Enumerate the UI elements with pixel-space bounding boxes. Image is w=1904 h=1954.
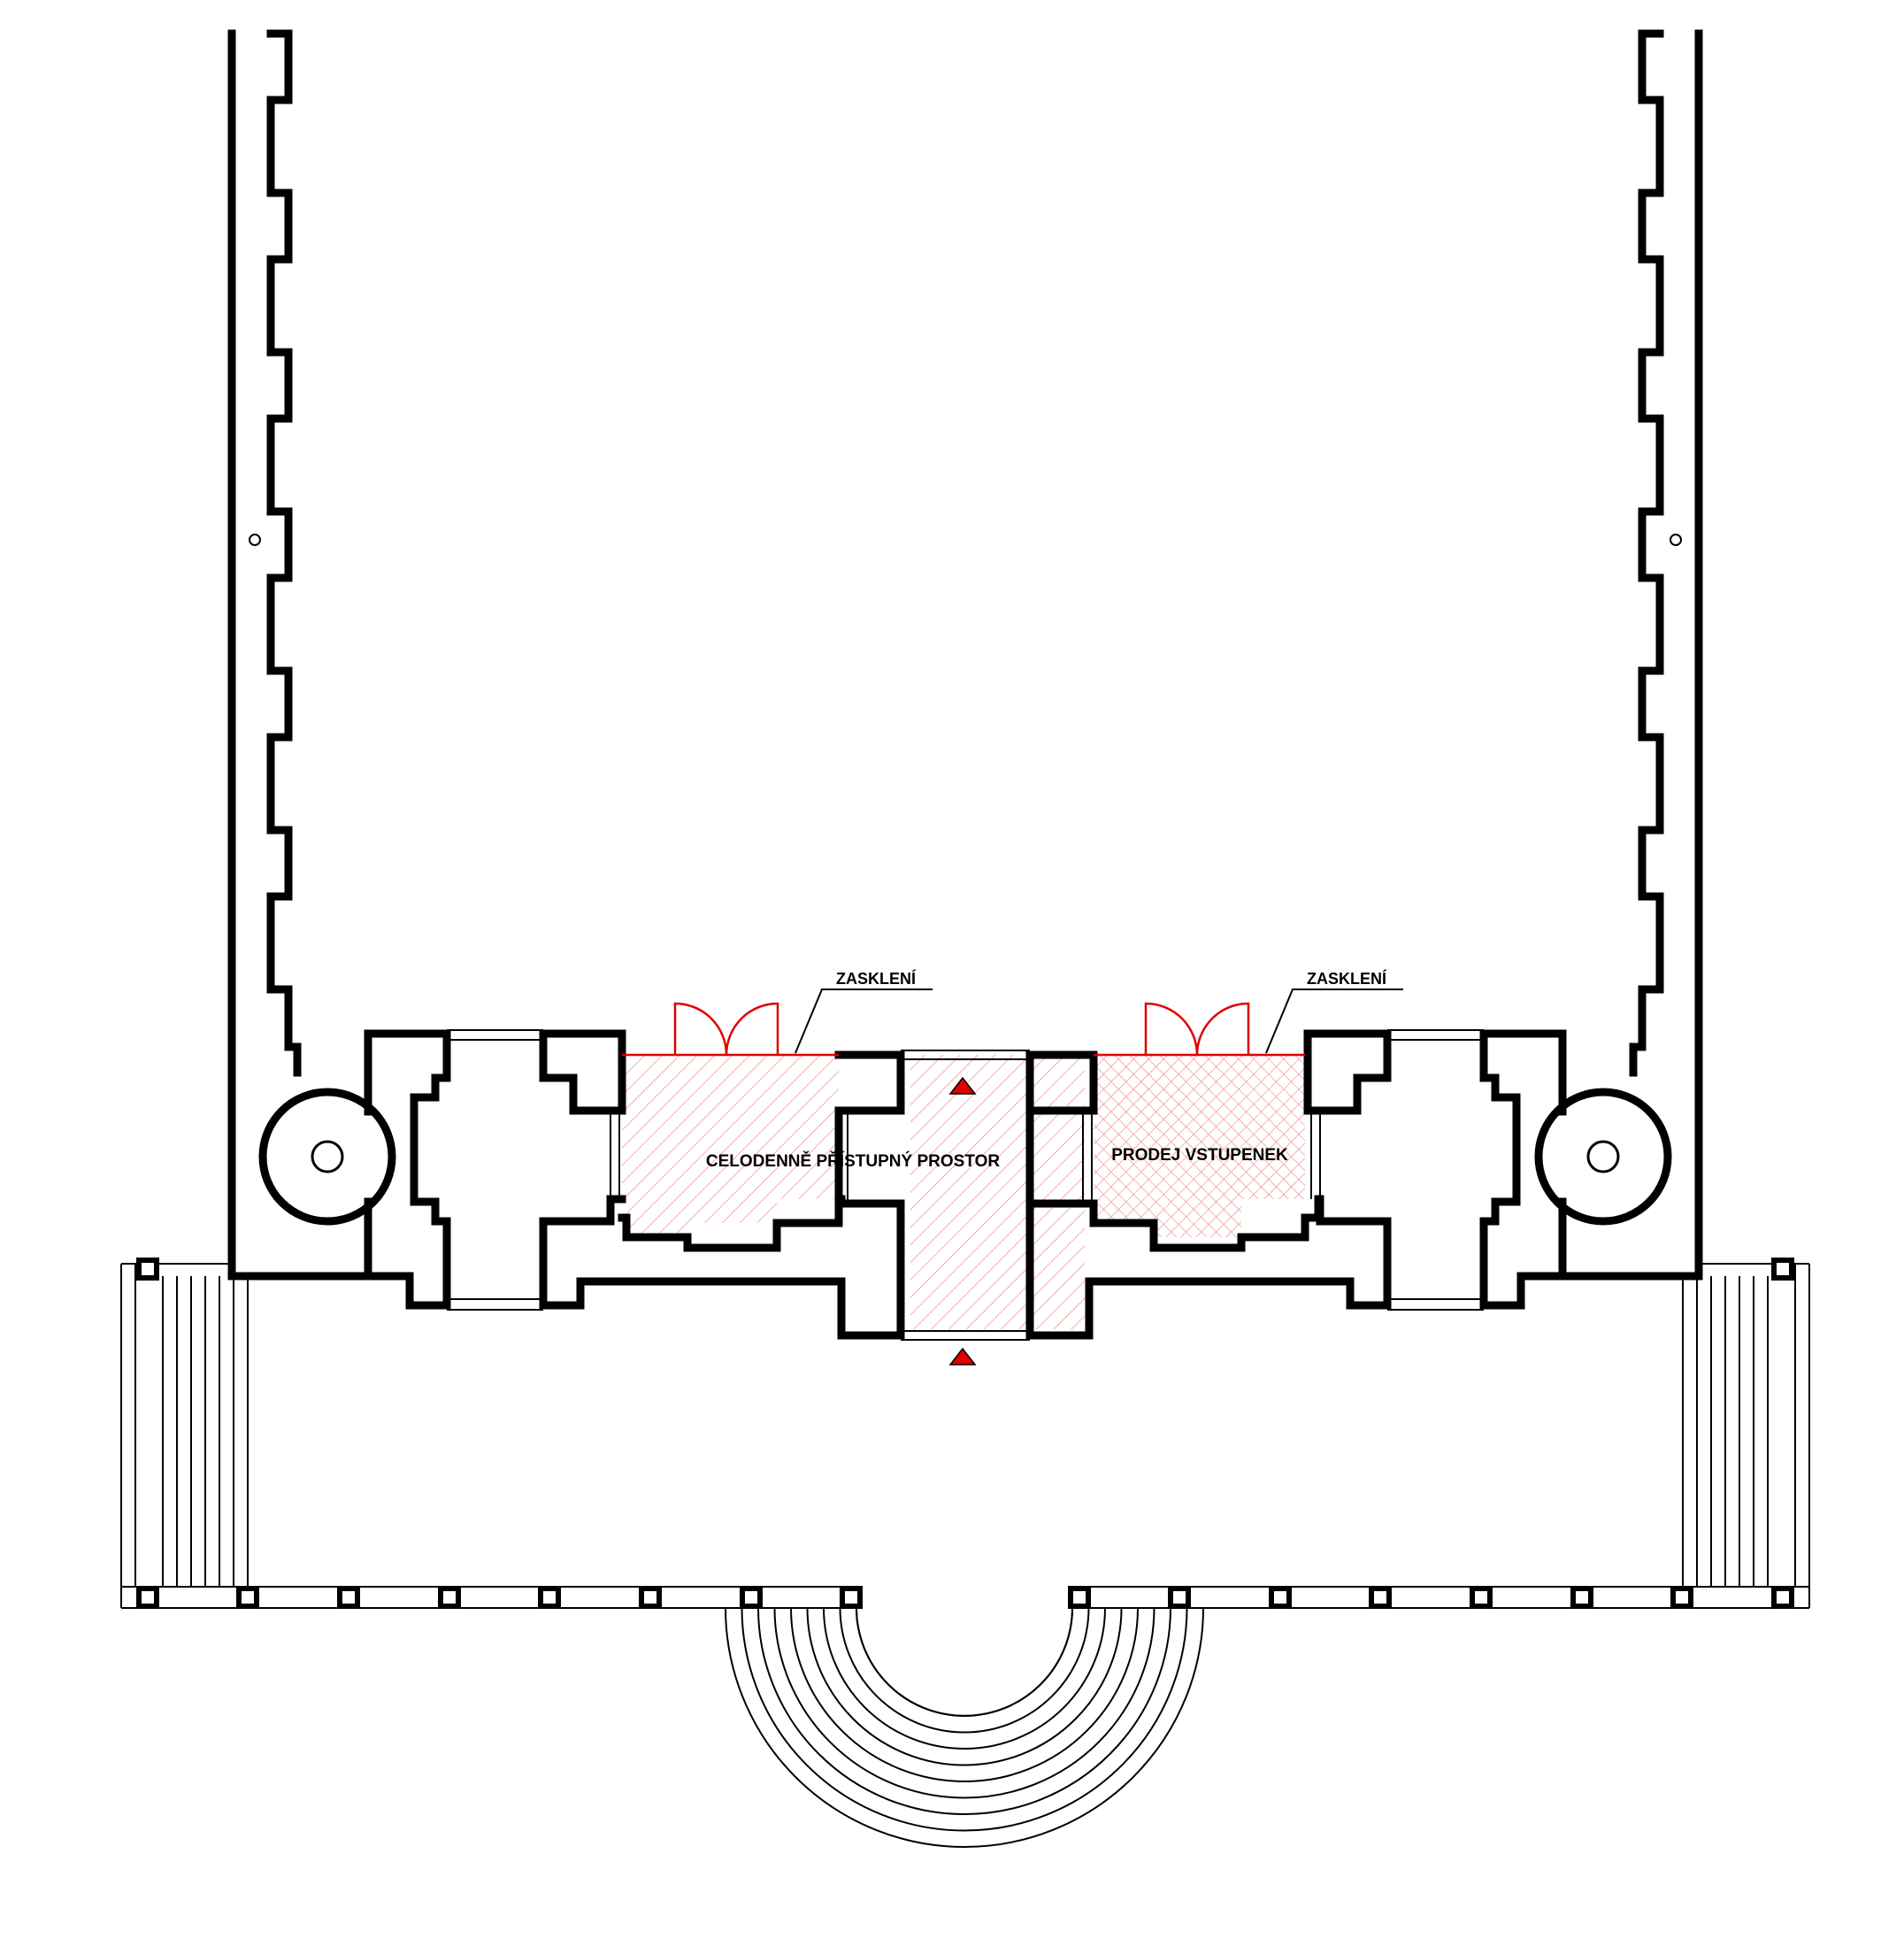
pier bbox=[1470, 1586, 1493, 1609]
right-tower bbox=[1534, 1088, 1672, 1226]
step-arc bbox=[856, 1607, 1073, 1717]
step-arc bbox=[806, 1607, 1123, 1766]
step-arc bbox=[741, 1607, 1188, 1832]
left-tower bbox=[258, 1088, 396, 1226]
left-wing-wall bbox=[227, 29, 302, 1281]
glazing-label-left: ZASKLENÍ bbox=[836, 969, 917, 988]
pier bbox=[1168, 1586, 1191, 1609]
pier bbox=[1369, 1586, 1392, 1609]
pier bbox=[236, 1586, 259, 1609]
step-arc bbox=[823, 1607, 1106, 1750]
step-arc bbox=[773, 1607, 1155, 1799]
window-openings bbox=[447, 1029, 1484, 1341]
ticket-sales-label: PRODEJ VSTUPENEK bbox=[1111, 1146, 1288, 1165]
building-walls bbox=[227, 1029, 1703, 1340]
right-side-steps bbox=[1682, 1276, 1769, 1587]
step-arc bbox=[790, 1607, 1139, 1782]
stair-opening bbox=[856, 1584, 1072, 1611]
step-arc bbox=[725, 1607, 1204, 1848]
glazing-label-right: ZASKLENÍ bbox=[1307, 969, 1387, 988]
glazing-left bbox=[622, 1002, 839, 1057]
pier bbox=[1570, 1586, 1593, 1609]
red-triangle-icon bbox=[948, 1076, 977, 1095]
step-arc bbox=[757, 1607, 1171, 1815]
pier bbox=[136, 1586, 159, 1609]
pier bbox=[740, 1586, 763, 1609]
glazing-right bbox=[1094, 1002, 1305, 1057]
red-triangle-icon bbox=[948, 1347, 977, 1365]
pier bbox=[1068, 1586, 1091, 1609]
pier bbox=[1771, 1258, 1794, 1281]
pier bbox=[1771, 1586, 1794, 1609]
public-space-label: CELODENNĚ PŘÍSTUPNÝ PROSTOR bbox=[706, 1151, 1000, 1171]
pier bbox=[538, 1586, 561, 1609]
step-arc bbox=[856, 1607, 1073, 1717]
pier bbox=[1670, 1586, 1693, 1609]
pier bbox=[438, 1586, 461, 1609]
pier bbox=[840, 1586, 863, 1609]
left-side-steps bbox=[162, 1276, 249, 1587]
pier bbox=[337, 1586, 360, 1609]
right-wing-wall bbox=[1629, 29, 1703, 1281]
label-leaders bbox=[795, 989, 1403, 1054]
ticket-sales-zone bbox=[1094, 1055, 1305, 1237]
pier bbox=[1269, 1586, 1292, 1609]
step-arc bbox=[839, 1607, 1090, 1734]
front-semicircular-steps bbox=[725, 1584, 1204, 1848]
pier bbox=[639, 1586, 662, 1609]
public-space-zone bbox=[622, 1055, 1085, 1329]
pier bbox=[136, 1258, 159, 1281]
terrace-piers bbox=[136, 1258, 1794, 1609]
